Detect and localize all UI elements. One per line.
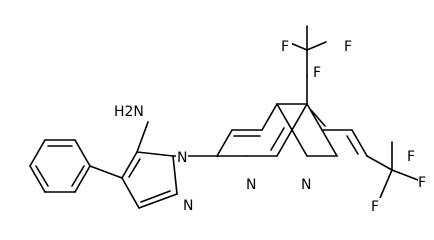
amine-bond: [136, 121, 149, 153]
cf3-right-f-top: F: [407, 149, 415, 165]
naphthyridine-n1-label: N: [246, 177, 256, 193]
naphthyridine-left-ring: [216, 103, 293, 157]
amine-label: H2N: [114, 104, 144, 120]
cf3-right-f-bottom: F: [371, 199, 379, 215]
pyrazole-n2-label: N: [183, 198, 193, 214]
phenyl-ring: [29, 139, 91, 193]
cf3-right-f-right: F: [418, 175, 426, 191]
cf3-top-f-right: F: [344, 39, 352, 55]
naphthyridine-right-ring: [276, 103, 368, 157]
cf3-top-f-bottom: F: [313, 65, 321, 81]
structure-svg: H2N N N N N F F F F F F: [29, 25, 427, 215]
cf3-top-f-left: F: [281, 39, 289, 55]
cf3-right-group: [366, 141, 419, 199]
molecule-diagram: H2N N N N N F F F F F F: [29, 25, 427, 215]
pyrazole-ring: [121, 151, 178, 209]
naphthyridine-n8-label: N: [301, 177, 311, 193]
phenyl-pyrazole-bond: [89, 165, 123, 179]
pyrazole-n1-label: N: [177, 150, 187, 166]
